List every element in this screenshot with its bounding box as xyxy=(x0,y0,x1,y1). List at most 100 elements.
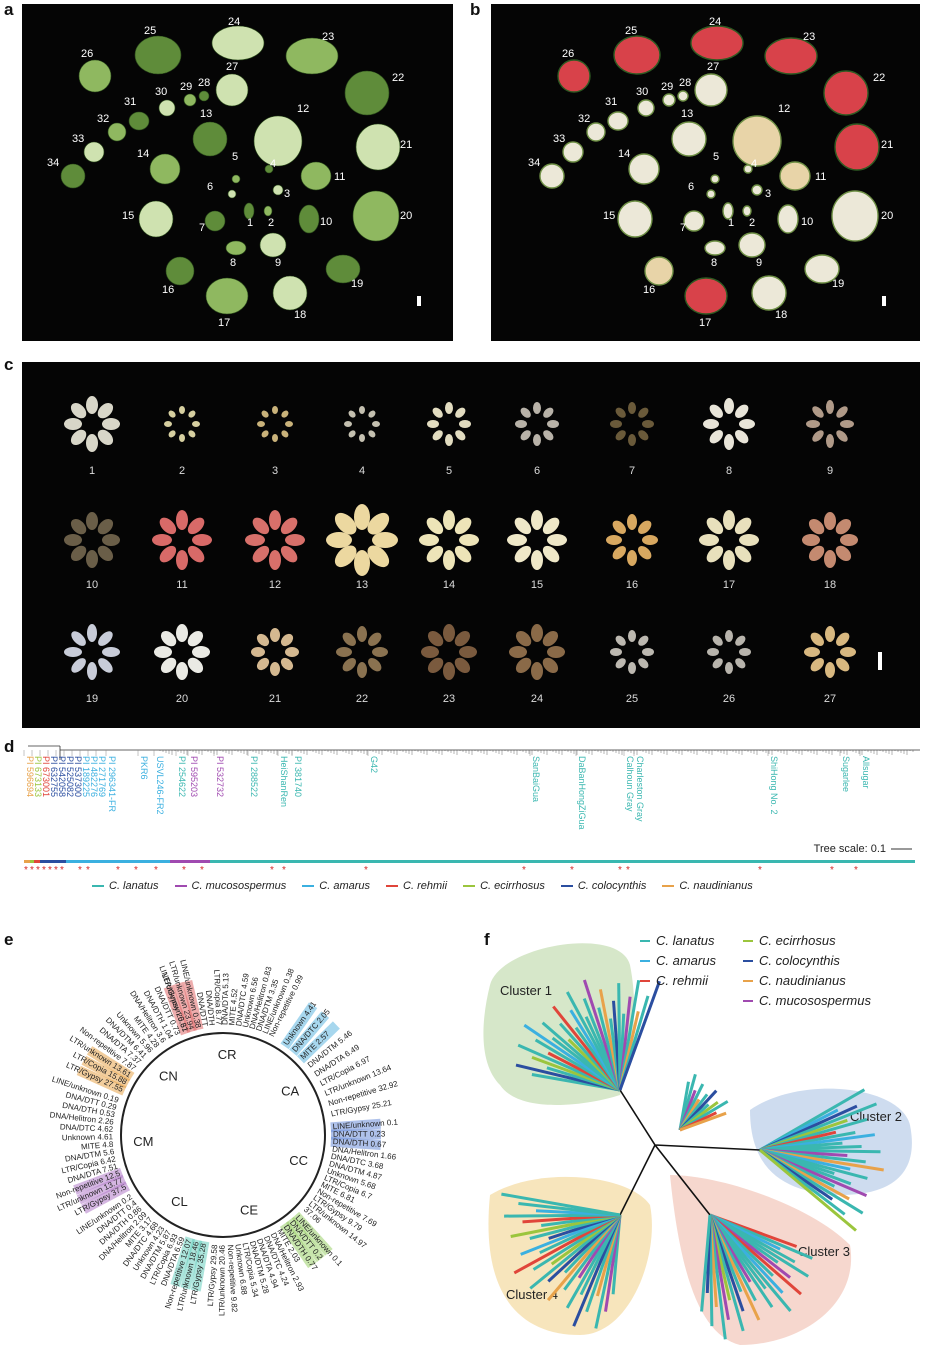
fruit-29 xyxy=(183,93,197,107)
seed xyxy=(638,407,649,418)
accession-label: USVL246-FR2 xyxy=(155,756,165,815)
legend-label: C. lanatus xyxy=(656,933,715,948)
seed xyxy=(445,434,453,446)
accession-label: SanBaiGua xyxy=(531,756,541,802)
seed xyxy=(628,662,636,674)
fruit-label-6: 6 xyxy=(207,181,213,193)
species-strip xyxy=(66,860,170,863)
seed xyxy=(70,545,87,562)
te-category-label: LTR/Gypsy 29.58 xyxy=(206,1244,219,1307)
star-marker: * xyxy=(60,865,64,876)
legend-label: C. amarus xyxy=(656,953,716,968)
cut-fruit-6 xyxy=(706,189,716,199)
accession-label: PI 271769 xyxy=(97,756,107,797)
seed xyxy=(454,657,471,674)
seed xyxy=(835,518,852,535)
seed xyxy=(615,635,626,646)
highlight-band xyxy=(86,1046,135,1082)
seed xyxy=(443,662,455,680)
te-category-label: Non-repetitive 9.82 xyxy=(226,1244,239,1313)
legend-item: C. naudinianus xyxy=(743,973,846,988)
seed xyxy=(542,657,559,674)
fruit-label-24: 24 xyxy=(228,16,240,28)
seed xyxy=(97,402,114,419)
star-marker: * xyxy=(830,865,834,876)
seed xyxy=(432,430,443,441)
seed xyxy=(154,646,172,658)
seed-label-3: 3 xyxy=(272,465,278,477)
seed-rosette-21 xyxy=(251,628,299,676)
legend-label: C. rehmii xyxy=(656,973,709,988)
seed xyxy=(515,420,527,428)
seed xyxy=(251,647,265,657)
seed xyxy=(432,407,443,418)
seed xyxy=(628,402,636,414)
seed xyxy=(454,630,471,647)
seed-rosette-11 xyxy=(152,510,212,570)
cut-fruit-label-11: 11 xyxy=(815,171,826,183)
fruit-18 xyxy=(272,275,308,311)
seed xyxy=(64,418,82,430)
legend-label: C. colocynthis xyxy=(759,953,840,968)
seed xyxy=(642,648,654,656)
legend-swatch xyxy=(560,885,573,887)
highlight-band xyxy=(182,979,204,1031)
legend-item: C. ecirrhosus xyxy=(743,933,836,948)
highlight-band xyxy=(280,1002,318,1050)
accession-label: PI 537300 xyxy=(73,756,83,797)
accession-label: PKR6 xyxy=(139,756,149,780)
legend-item: C. lanatus xyxy=(92,878,159,894)
seed xyxy=(272,434,278,442)
accession-label: PI 482276 xyxy=(89,756,99,797)
seed-label-16: 16 xyxy=(626,579,638,591)
cut-fruit-22 xyxy=(823,70,869,116)
cut-fruit-30 xyxy=(637,99,655,117)
seed xyxy=(840,534,858,546)
star-marker: * xyxy=(626,865,630,876)
seed xyxy=(192,421,200,427)
te-category-label: DNA/DTC 4.62 xyxy=(60,1122,114,1134)
seed xyxy=(359,434,365,442)
legend-item: C. colocynthis xyxy=(743,953,840,968)
cut-fruit-21 xyxy=(834,123,880,171)
star-marker: * xyxy=(48,865,52,876)
seed xyxy=(825,662,835,678)
seed-rosette-27 xyxy=(804,626,856,678)
seed-label-10: 10 xyxy=(86,579,98,591)
seed xyxy=(514,545,532,563)
cut-fruit-label-19: 19 xyxy=(832,278,844,290)
te-category-label: MITE 4.52 xyxy=(227,988,239,1026)
legend-item: C. naudinianus xyxy=(662,878,753,894)
seed xyxy=(98,631,113,646)
te-category-label: LTR/unknown 20.46 xyxy=(217,1244,226,1316)
seed-rosette-6 xyxy=(515,402,559,446)
cut-fruit-33 xyxy=(562,141,584,163)
seed xyxy=(368,430,376,438)
seed xyxy=(159,517,177,535)
seed xyxy=(192,646,210,658)
seed xyxy=(825,626,835,642)
fruit-32 xyxy=(107,122,127,142)
seed xyxy=(514,517,532,535)
fruit-28 xyxy=(198,90,210,102)
seed xyxy=(642,420,654,428)
seed xyxy=(443,624,455,642)
seed xyxy=(725,662,733,674)
cut-fruit-24 xyxy=(690,25,744,61)
seed xyxy=(168,430,176,438)
seed-rosette-9 xyxy=(806,400,854,448)
legend-swatch xyxy=(743,959,753,962)
seed xyxy=(638,635,649,646)
seed xyxy=(86,550,98,568)
cut-fruit-1 xyxy=(722,202,734,220)
seed-label-11: 11 xyxy=(176,579,187,591)
fruit-label-29: 29 xyxy=(180,81,192,93)
seed-label-5: 5 xyxy=(446,465,452,477)
seed xyxy=(826,400,834,414)
seed-label-7: 7 xyxy=(629,465,635,477)
seed-label-12: 12 xyxy=(269,579,281,591)
species-legend-f: C. lanatus C. amarus C. rehmii C. ecirrhosu… xyxy=(640,933,920,1013)
te-category-label: DNA/DTT 0.23 xyxy=(333,1129,386,1138)
